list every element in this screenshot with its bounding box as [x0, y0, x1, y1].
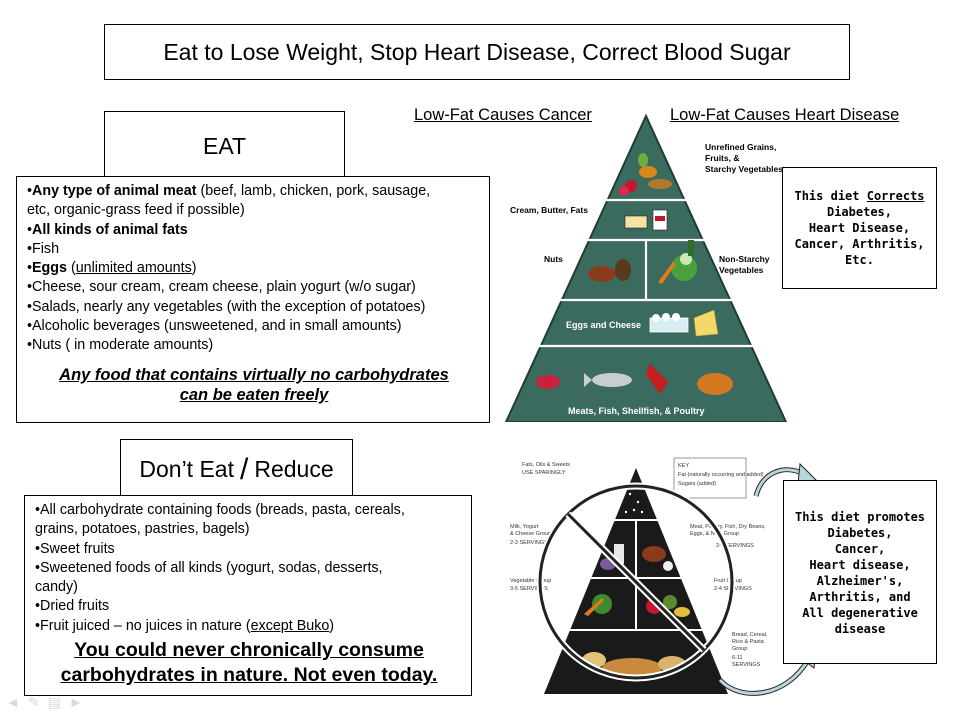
- page-title: Eat to Lose Weight, Stop Heart Disease, …: [104, 24, 850, 80]
- slide-controls[interactable]: ◄✎▤►: [6, 694, 91, 711]
- eat-list: •Any type of animal meat (beef, lamb, ch…: [16, 176, 490, 423]
- list-item: •Cheese, sour cream, cream cheese, plain…: [27, 279, 416, 296]
- prev-icon[interactable]: ◄: [6, 694, 28, 710]
- svg-text:Bread, Cereal,: Bread, Cereal,: [732, 632, 768, 638]
- svg-text:KEY: KEY: [678, 463, 689, 469]
- meat-icon: [642, 546, 673, 571]
- list-item: •Salads, nearly any vegetables (with the…: [27, 298, 426, 315]
- fruit-icon: [646, 595, 690, 617]
- list-item: •Eggs (unlimited amounts): [27, 260, 197, 277]
- fruit-vegetable-icon: [619, 153, 672, 196]
- list-item: etc, organic-grass feed if possible): [27, 202, 245, 219]
- svg-text:Fruit Group: Fruit Group: [714, 578, 742, 584]
- svg-text:Vegetable Group: Vegetable Group: [510, 578, 551, 584]
- label-non-starchy: Non-Starchy: [719, 254, 770, 264]
- diet-promotes-box: This diet promotes Diabetes, Cancer, Hea…: [783, 480, 937, 664]
- label-meats: Meats, Fish, Shellfish, & Poultry: [568, 406, 705, 416]
- vegetables-icon: [658, 240, 697, 284]
- label-grains: Unrefined Grains,: [705, 142, 776, 152]
- list-item: •Alcoholic beverages (unsweetened, and i…: [27, 318, 402, 335]
- pen-icon[interactable]: ✎: [27, 694, 48, 710]
- svg-text:Eggs, & Nuts Group: Eggs, & Nuts Group: [690, 531, 739, 537]
- meat-fish-poultry-icon: [536, 364, 733, 395]
- list-item: •Sweet fruits: [35, 540, 115, 557]
- svg-text:USE SPARINGLY: USE SPARINGLY: [522, 470, 566, 476]
- list-item: •Any type of animal meat (beef, lamb, ch…: [27, 183, 431, 199]
- list-item: grains, potatoes, pastries, bagels): [35, 521, 250, 538]
- svg-text:& Cheese Group: & Cheese Group: [510, 531, 551, 537]
- prohibition-icon: [536, 482, 736, 682]
- list-item: •All kinds of animal fats: [27, 221, 188, 238]
- svg-text:3-5 SERVINGS: 3-5 SERVINGS: [510, 586, 548, 592]
- usda-food-pyramid: Fats, Oils & Sweets USE SPARINGLY KEY Fa…: [504, 454, 784, 704]
- curved-arrows: [718, 462, 817, 696]
- label-nuts: Nuts: [544, 254, 563, 264]
- dont-eat-heading: Don’t Eat/Reduce: [120, 439, 353, 499]
- svg-text:Sugars (added): Sugars (added): [678, 481, 716, 487]
- svg-text:Meat, Poultry, Fish, Dry Beans: Meat, Poultry, Fish, Dry Beans,: [690, 524, 766, 530]
- label-grains: Starchy Vegetables: [705, 164, 783, 174]
- low-carb-pyramid: Unrefined Grains, Fruits, & Starchy Vege…: [504, 113, 788, 422]
- svg-text:2-3 SERVINGS: 2-3 SERVINGS: [510, 540, 548, 546]
- eggs-cheese-icon: [649, 309, 719, 337]
- label-non-starchy: Vegetables: [719, 265, 764, 275]
- list-item: candy): [35, 579, 78, 596]
- list-item: •Nuts ( in moderate amounts): [27, 337, 214, 354]
- list-item: •All carbohydrate containing foods (brea…: [35, 502, 405, 518]
- list-item: •Dried fruits: [35, 598, 110, 615]
- svg-text:Fats, Oils & Sweets: Fats, Oils & Sweets: [522, 462, 570, 468]
- svg-text:Fat (naturally occurring and a: Fat (naturally occurring and added): [678, 472, 764, 478]
- eat-heading: EAT: [104, 111, 345, 181]
- nuts-icon: [588, 259, 631, 282]
- diet-corrects-box: This diet Corrects Diabetes, Heart Disea…: [782, 167, 937, 289]
- list-item: •Fish: [27, 240, 60, 257]
- vegetable-icon: [584, 594, 612, 616]
- caption-low-fat-cancer: Low-Fat Causes Cancer: [414, 106, 592, 124]
- butter-icon: [624, 209, 668, 231]
- list-item: •Sweetened foods of all kinds (yogurt, s…: [35, 559, 383, 576]
- label-cream: Cream, Butter, Fats: [510, 205, 588, 215]
- label-grains: Fruits, &: [705, 153, 739, 163]
- svg-text:Milk, Yogurt: Milk, Yogurt: [510, 524, 539, 530]
- caption-low-fat-heart: Low-Fat Causes Heart Disease: [670, 106, 900, 124]
- menu-icon[interactable]: ▤: [47, 694, 69, 710]
- svg-text:6-11: 6-11: [732, 655, 743, 661]
- next-icon[interactable]: ►: [68, 694, 91, 710]
- eat-freely-note: Any food that contains virtually no carb…: [59, 365, 449, 404]
- svg-text:Group: Group: [732, 646, 747, 652]
- list-item: •Fruit juiced – no juices in nature (exc…: [35, 617, 335, 634]
- dont-eat-list: •All carbohydrate containing foods (brea…: [24, 495, 472, 696]
- svg-text:SERVINGS: SERVINGS: [732, 662, 761, 668]
- label-eggs-cheese: Eggs and Cheese: [566, 320, 641, 330]
- svg-text:Rice & Pasta: Rice & Pasta: [732, 639, 765, 645]
- svg-text:2-3 SERVINGS: 2-3 SERVINGS: [716, 543, 754, 549]
